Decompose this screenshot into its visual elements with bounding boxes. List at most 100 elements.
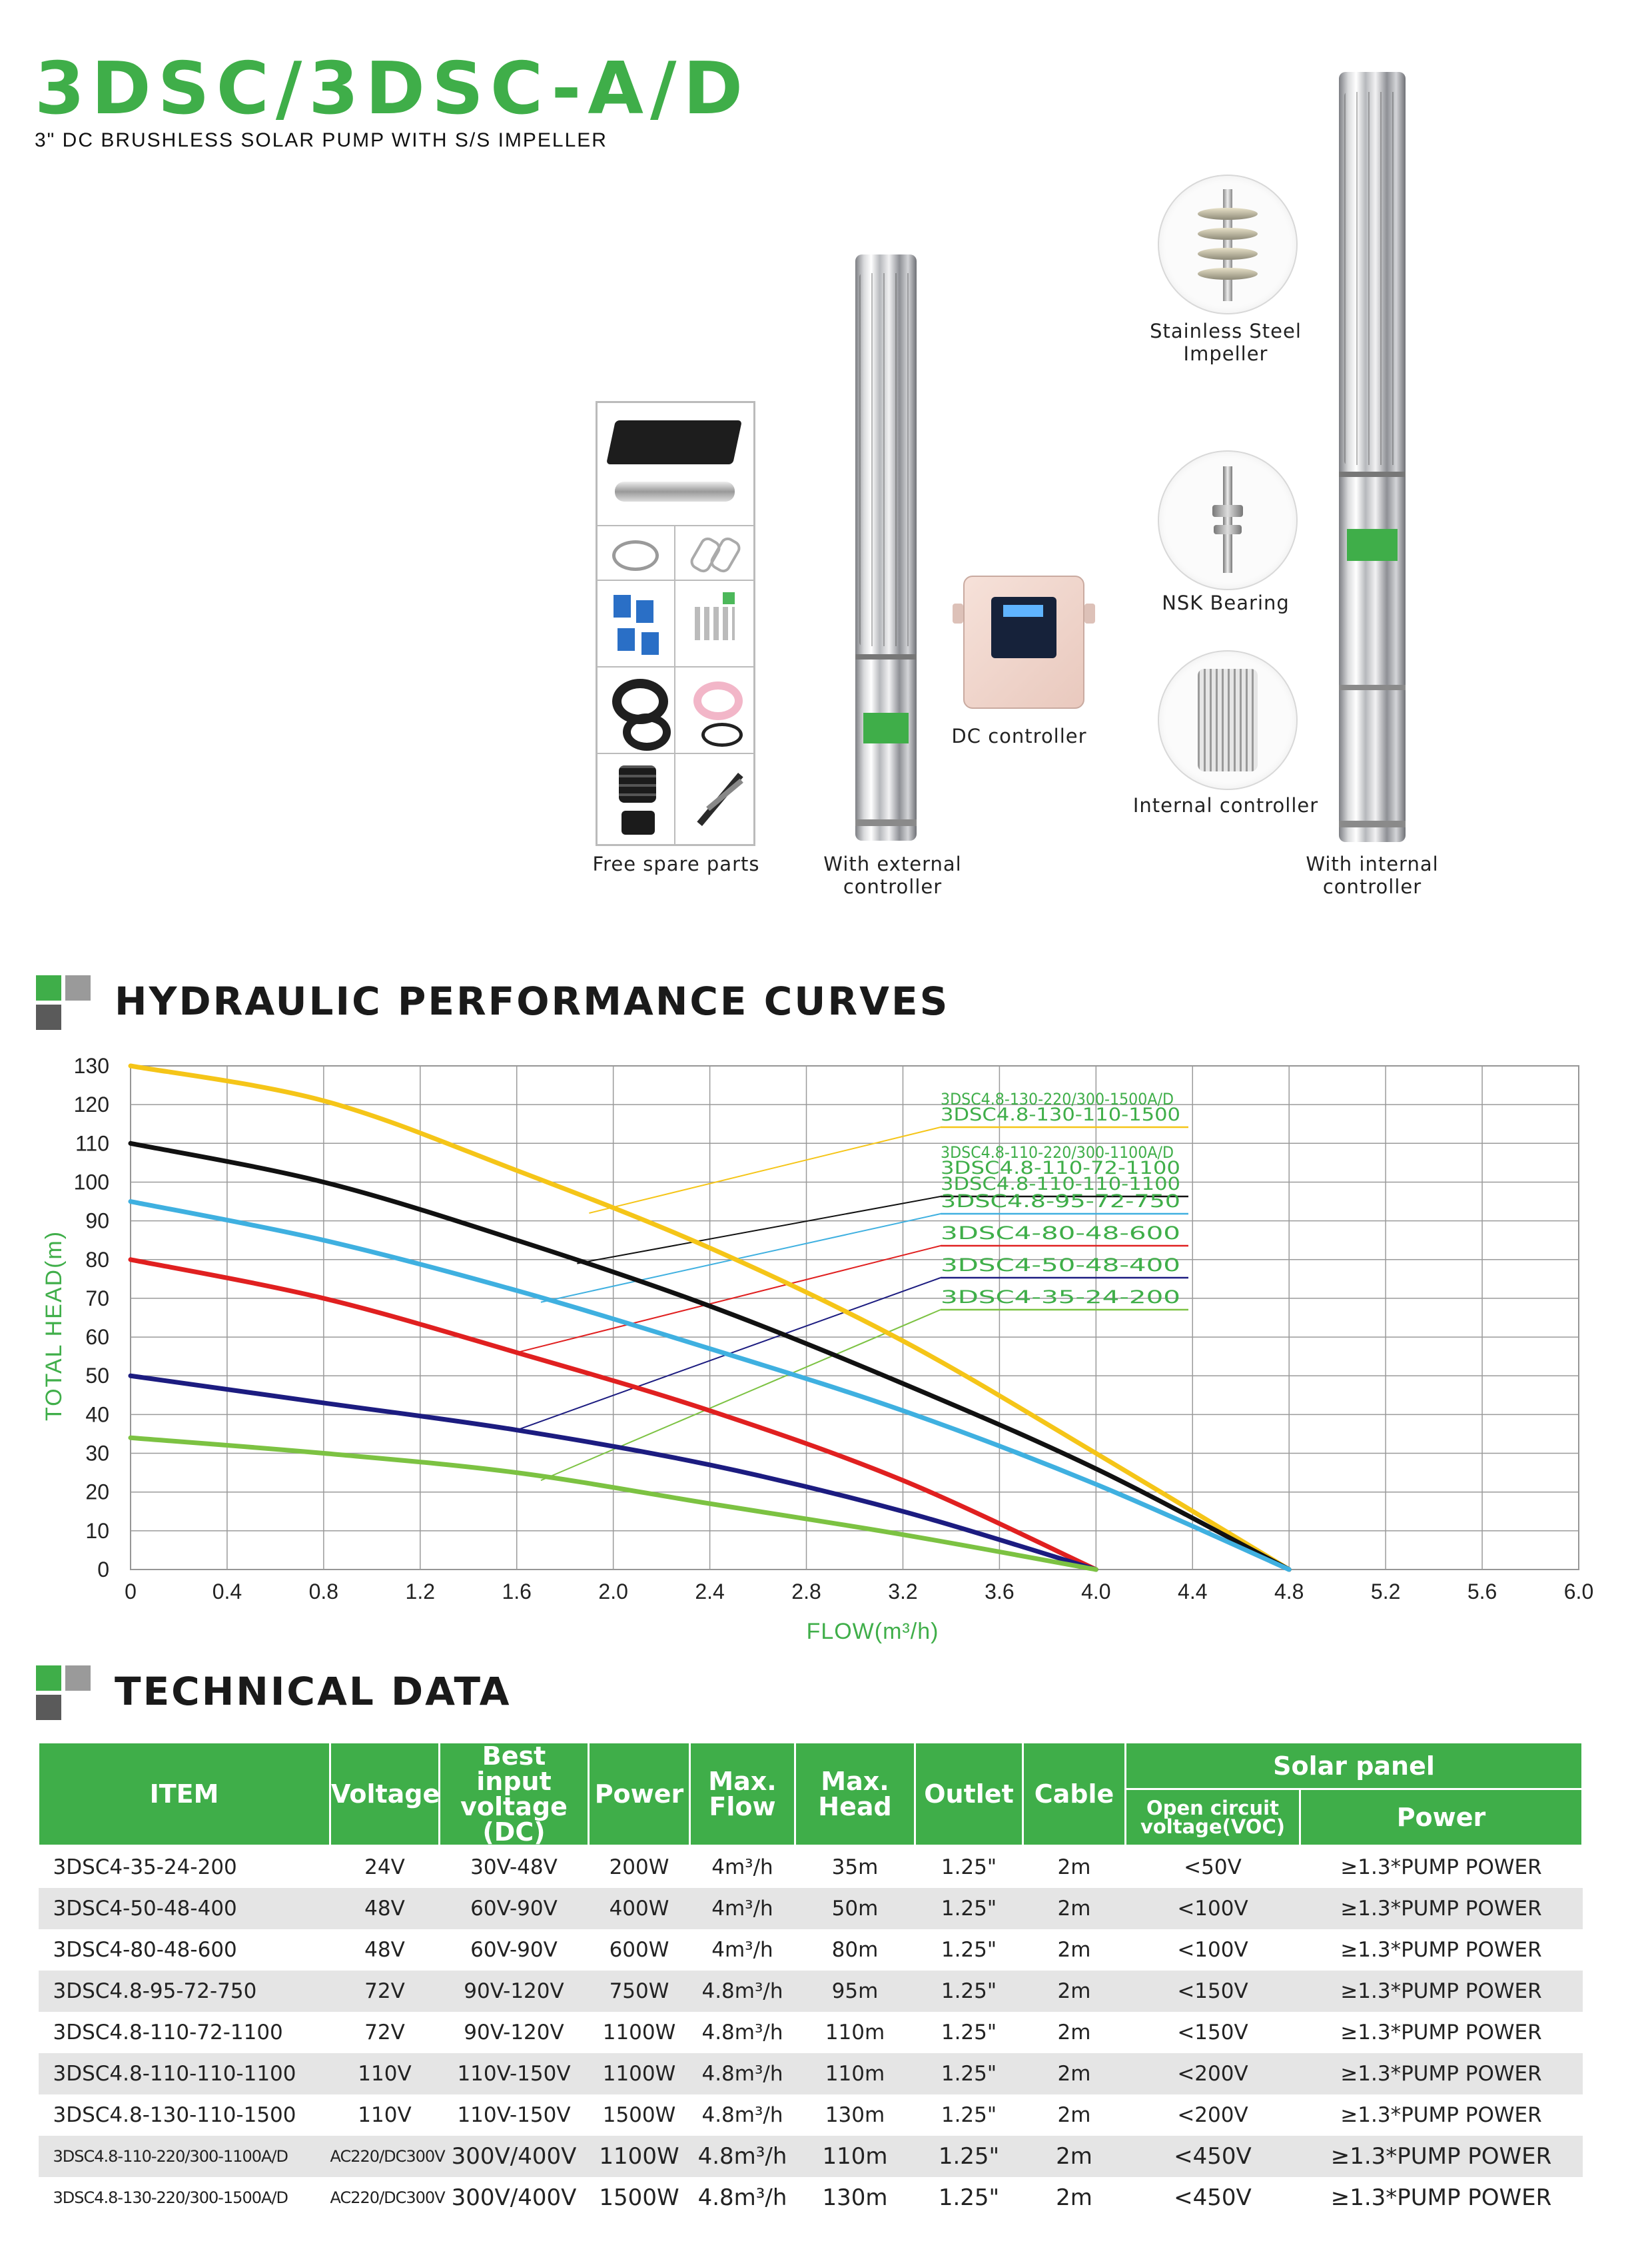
series-label: 3DSC4-35-24-200 bbox=[941, 1287, 1180, 1308]
cell-power: 750W bbox=[588, 1971, 690, 2012]
cell-voltage: 48V bbox=[330, 1888, 440, 1929]
series-label: 3DSC4.8-95-72-750 bbox=[941, 1191, 1180, 1212]
impeller-image bbox=[1158, 175, 1298, 314]
x-tick-label: 4.4 bbox=[1178, 1579, 1207, 1603]
bearing-shaft bbox=[1223, 466, 1232, 573]
cell-outlet: 1.25" bbox=[941, 2021, 997, 2044]
impeller-caption: Stainless Steel Impeller bbox=[1150, 320, 1302, 365]
x-tick-label: 0.4 bbox=[212, 1579, 242, 1603]
cell-outlet: 1.25" bbox=[938, 2184, 1000, 2211]
cell-voltage: AC220/DC300V bbox=[330, 2188, 446, 2207]
internal-controller-image bbox=[1158, 650, 1298, 790]
x-tick-label: 2.8 bbox=[791, 1579, 821, 1603]
y-tick-label: 120 bbox=[74, 1093, 109, 1117]
cell-open-circuit: <450V bbox=[1174, 2184, 1252, 2211]
bearing-ring-2 bbox=[1214, 525, 1242, 534]
leader-line bbox=[589, 1127, 941, 1214]
controller-mount-left bbox=[953, 604, 963, 624]
leader-line bbox=[540, 1309, 941, 1482]
pump-base bbox=[1339, 821, 1406, 827]
cell-open-circuit: <100V bbox=[1125, 1888, 1300, 1929]
leader-line bbox=[577, 1196, 941, 1264]
cell-item: 3DSC4-50-48-400 bbox=[38, 1888, 330, 1929]
cell-best-input: 90V-120V bbox=[464, 2021, 564, 2044]
cell-max-flow: 4m³/h bbox=[711, 1938, 773, 1962]
x-axis-label: FLOW(m³/h) bbox=[807, 1619, 939, 1644]
cell-solar-power: ≥1.3*PUMP POWER bbox=[1340, 2021, 1542, 2044]
cell-power: 1500W bbox=[599, 2184, 679, 2211]
cell-cable: 2m bbox=[1057, 2021, 1091, 2044]
cell-open-circuit: <150V bbox=[1177, 2021, 1248, 2044]
x-tick-label: 5.6 bbox=[1467, 1579, 1497, 1603]
marker-square-grey bbox=[65, 975, 91, 1001]
pump-band bbox=[1339, 472, 1406, 477]
dc-controller-image bbox=[953, 576, 1095, 709]
green-label bbox=[1347, 529, 1398, 561]
series-line bbox=[128, 1199, 1292, 1572]
cell-max-head: 110m bbox=[825, 2021, 885, 2044]
cell-outlet: 1.25" bbox=[941, 1855, 997, 1879]
curves-section-title: HYDRAULIC PERFORMANCE CURVES bbox=[115, 979, 950, 1024]
pump-band bbox=[855, 654, 917, 660]
section-marker-tech bbox=[36, 1665, 92, 1721]
spare-tools bbox=[674, 753, 754, 845]
spare-rings bbox=[674, 525, 754, 581]
y-tick-label: 90 bbox=[85, 1209, 109, 1233]
cell-item: 3DSC4-80-48-600 bbox=[53, 1938, 237, 1962]
marker-square-dark bbox=[36, 1005, 61, 1030]
cell-solar-power: ≥1.3*PUMP POWER bbox=[1300, 2053, 1583, 2094]
cell-max-flow: 4.8m³/h bbox=[701, 2103, 783, 2127]
cell-best-input: 60V-90V bbox=[470, 1938, 558, 1962]
series-label: 3DSC4.8-110-220/300-1100A/D bbox=[941, 1143, 1174, 1162]
cell-outlet: 1.25" bbox=[941, 2103, 997, 2127]
cell-open-circuit: <450V bbox=[1125, 2136, 1300, 2177]
series-line bbox=[128, 1063, 1292, 1572]
marker-square-green bbox=[36, 1665, 61, 1691]
controller-screen bbox=[1003, 605, 1043, 617]
page-subtitle: 3" DC BRUSHLESS SOLAR PUMP WITH S/S IMPE… bbox=[35, 129, 608, 151]
bearing-image bbox=[1158, 450, 1298, 590]
y-axis-label: TOTAL HEAD(m) bbox=[41, 1230, 67, 1421]
x-tick-label: 4.8 bbox=[1274, 1579, 1304, 1603]
cell-cable: 2m bbox=[1056, 2184, 1092, 2211]
cell-max-head: 50m bbox=[795, 1888, 915, 1929]
y-tick-label: 70 bbox=[85, 1286, 109, 1310]
cell-cable: 2m bbox=[1023, 2053, 1126, 2094]
y-tick-label: 100 bbox=[74, 1170, 109, 1194]
leader-line bbox=[516, 1245, 941, 1354]
cell-power: 1100W bbox=[588, 2053, 690, 2094]
internal-pump-image bbox=[1339, 72, 1406, 842]
bearing-caption: NSK Bearing bbox=[1162, 592, 1290, 614]
cell-solar-power: ≥1.3*PUMP POWER bbox=[1340, 2103, 1542, 2127]
cell-cable: 2m bbox=[1057, 1938, 1091, 1962]
x-tick-label: 3.6 bbox=[985, 1579, 1014, 1603]
cell-max-flow: 4m³/h bbox=[689, 1888, 795, 1929]
cell-max-flow: 4.8m³/h bbox=[697, 2184, 787, 2211]
cell-solar-power: ≥1.3*PUMP POWER bbox=[1340, 1938, 1542, 1962]
spare-connectors bbox=[597, 580, 675, 668]
spare-plugs bbox=[597, 753, 675, 845]
cell-item: 3DSC4.8-130-220/300-1500A/D bbox=[53, 2188, 288, 2207]
dc-controller-caption: DC controller bbox=[951, 725, 1087, 747]
pump-intake-grill bbox=[859, 273, 913, 646]
series-line bbox=[128, 1373, 1098, 1572]
spare-tapes bbox=[597, 666, 675, 754]
series-label: 3DSC4-80-48-600 bbox=[941, 1223, 1180, 1244]
series-label: 3DSC4.8-110-72-1100 bbox=[941, 1158, 1180, 1178]
cell-open-circuit: <50V bbox=[1184, 1855, 1242, 1879]
impeller-disc-2 bbox=[1198, 228, 1258, 240]
header-open-circuit: Open circuit voltage(VOC) bbox=[1124, 1788, 1301, 1847]
impeller-disc-3 bbox=[1198, 248, 1258, 260]
series-line bbox=[128, 1257, 1098, 1572]
internal-pump-caption: With internal controller bbox=[1306, 853, 1439, 898]
spare-parts-caption: Free spare parts bbox=[592, 853, 760, 875]
y-tick-label: 10 bbox=[85, 1519, 109, 1543]
x-tick-label: 2.4 bbox=[695, 1579, 724, 1603]
cell-open-circuit: <150V bbox=[1125, 1971, 1300, 2012]
